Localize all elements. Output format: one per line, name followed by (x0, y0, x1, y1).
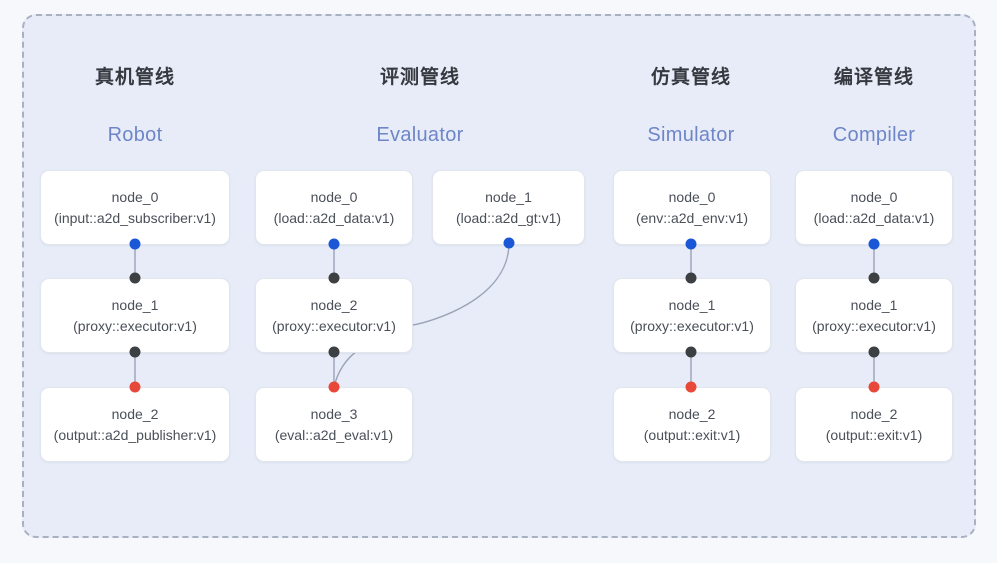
node-type-label: (output::a2d_publisher:v1) (53, 426, 217, 443)
node-evaluator-node_1[interactable]: node_1(load::a2d_gt:v1) (432, 170, 585, 245)
port-robot-node_2-top[interactable] (129, 381, 141, 393)
node-type-label: (proxy::executor:v1) (630, 317, 754, 334)
node-type-label: (output::exit:v1) (825, 426, 923, 443)
node-name-label: node_2 (310, 297, 358, 314)
node-compiler-node_0[interactable]: node_0(load::a2d_data:v1) (795, 170, 953, 245)
column-title-en-evaluator: Evaluator (376, 124, 464, 146)
node-type-label: (proxy::executor:v1) (272, 317, 396, 334)
port-robot-node_1-top[interactable] (129, 272, 141, 284)
column-title-en-compiler: Compiler (832, 124, 916, 146)
node-simulator-node_0[interactable]: node_0(env::a2d_env:v1) (613, 170, 771, 245)
column-title-cn-simulator: 仿真管线 (650, 67, 732, 88)
port-compiler-node_0-bottom[interactable] (868, 238, 880, 250)
node-name-label: node_0 (111, 189, 159, 206)
node-name-label: node_2 (850, 406, 898, 423)
node-name-label: node_2 (668, 406, 716, 423)
port-robot-node_0-bottom[interactable] (129, 238, 141, 250)
node-robot-node_1[interactable]: node_1(proxy::executor:v1) (40, 278, 230, 353)
node-simulator-node_1[interactable]: node_1(proxy::executor:v1) (613, 278, 771, 353)
node-name-label: node_0 (850, 189, 898, 206)
port-evaluator-node_0-bottom[interactable] (328, 238, 340, 250)
node-type-label: (load::a2d_gt:v1) (455, 209, 562, 226)
node-name-label: node_1 (668, 297, 716, 314)
column-title-cn-robot: 真机管线 (94, 67, 176, 88)
port-simulator-node_1-bottom[interactable] (685, 346, 697, 358)
node-name-label: node_3 (310, 406, 358, 423)
node-compiler-node_2[interactable]: node_2(output::exit:v1) (795, 387, 953, 462)
node-name-label: node_1 (111, 297, 159, 314)
node-type-label: (load::a2d_data:v1) (813, 209, 935, 226)
node-name-label: node_1 (485, 189, 532, 206)
node-compiler-node_1[interactable]: node_1(proxy::executor:v1) (795, 278, 953, 353)
port-compiler-node_1-top[interactable] (868, 272, 880, 284)
port-simulator-node_1-top[interactable] (685, 272, 697, 284)
port-compiler-node_2-top[interactable] (868, 381, 880, 393)
node-type-label: (eval::a2d_eval:v1) (274, 426, 394, 443)
node-robot-node_2[interactable]: node_2(output::a2d_publisher:v1) (40, 387, 230, 462)
node-simulator-node_2[interactable]: node_2(output::exit:v1) (613, 387, 771, 462)
port-simulator-node_2-top[interactable] (685, 381, 697, 393)
node-name-label: node_0 (668, 189, 716, 206)
node-name-label: node_2 (111, 406, 159, 423)
node-type-label: (load::a2d_data:v1) (273, 209, 395, 226)
node-type-label: (input::a2d_subscriber:v1) (54, 209, 216, 226)
port-evaluator-node_2-top[interactable] (328, 272, 340, 284)
node-evaluator-node_3[interactable]: node_3(eval::a2d_eval:v1) (255, 387, 413, 462)
node-type-label: (env::a2d_env:v1) (635, 209, 749, 226)
node-type-label: (proxy::executor:v1) (73, 317, 197, 334)
node-type-label: (output::exit:v1) (643, 426, 741, 443)
node-robot-node_0[interactable]: node_0(input::a2d_subscriber:v1) (40, 170, 230, 245)
port-evaluator-node_2-bottom[interactable] (328, 346, 340, 358)
column-title-cn-evaluator: 评测管线 (379, 67, 461, 88)
node-name-label: node_1 (850, 297, 898, 314)
node-evaluator-node_2[interactable]: node_2(proxy::executor:v1) (255, 278, 413, 353)
column-title-en-robot: Robot (107, 124, 163, 146)
node-type-label: (proxy::executor:v1) (812, 317, 936, 334)
port-robot-node_1-bottom[interactable] (129, 346, 141, 358)
port-evaluator-node_1-bottom[interactable] (503, 237, 515, 249)
port-simulator-node_0-bottom[interactable] (685, 238, 697, 250)
node-evaluator-node_0[interactable]: node_0(load::a2d_data:v1) (255, 170, 413, 245)
column-title-cn-compiler: 编译管线 (833, 67, 915, 88)
column-title-en-simulator: Simulator (647, 124, 735, 146)
port-compiler-node_1-bottom[interactable] (868, 346, 880, 358)
node-name-label: node_0 (310, 189, 358, 206)
port-evaluator-node_3-top[interactable] (328, 381, 340, 393)
